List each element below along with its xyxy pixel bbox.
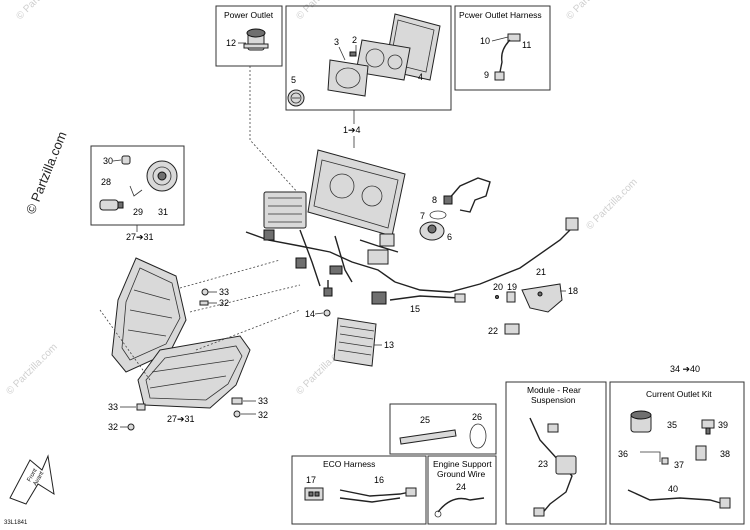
watermark-main: © Partzilla.com (23, 129, 70, 216)
callout-31: 31 (158, 207, 168, 217)
lower-headlight (137, 335, 251, 409)
power-outlet-harness-box: Pcwer Outlet Harness 10 11 9 (454, 5, 551, 91)
callout-32-left: 32 (108, 422, 118, 432)
box-title: Suspension (531, 395, 576, 405)
callout-21: 21 (536, 267, 546, 277)
callout-39: 39 (718, 420, 728, 430)
callout-33-right: 33 (258, 396, 268, 406)
callout-7: 7 (420, 211, 425, 221)
callout-3: 3 (334, 37, 339, 47)
callout-16: 16 (374, 475, 384, 485)
callout-28: 28 (101, 177, 111, 187)
callout-38: 38 (720, 449, 730, 459)
callout-27-31-bottom: 27➔31 (167, 414, 195, 424)
watermark: © Partzilla.com (294, 0, 349, 22)
callout-26: 26 (472, 412, 482, 422)
callout-27-31-top: 27➔31 (126, 232, 154, 242)
callout-19: 19 (507, 282, 517, 292)
callout-6: 6 (447, 232, 452, 242)
watermark: © Partzilla.com (564, 0, 619, 22)
cluster-box: 3 2 4 5 (285, 5, 452, 111)
eco-harness-box: ECO Harness (291, 455, 427, 525)
callout-24: 24 (456, 482, 466, 492)
module-rear-box: Module - Rear Suspension (505, 381, 607, 525)
tube-clamp-box (389, 403, 497, 455)
callout-22: 22 (488, 326, 498, 336)
front-arrow: Front Avant (9, 454, 55, 505)
bracket (495, 283, 563, 335)
headlight-bulb-box: 30 31 28 29 (90, 145, 185, 226)
callout-33-left: 33 (108, 402, 118, 412)
callout-14: 14 (305, 309, 315, 319)
engine-support-box: Engine Support Ground Wire (427, 455, 497, 525)
callout-20: 20 (493, 282, 503, 292)
callout-10: 10 (480, 36, 490, 46)
callout-32-upper: 32 (219, 298, 229, 308)
callout-2: 2 (352, 35, 357, 45)
callout-36: 36 (618, 449, 628, 459)
diagram-ref-code: 33L1841 (4, 520, 28, 526)
callout-33-upper: 33 (219, 287, 229, 297)
power-outlet-box: Power Outlet 12 (215, 5, 283, 67)
box-title: ECO Harness (323, 459, 375, 469)
ignition-switch (419, 177, 491, 241)
callout-5: 5 (291, 75, 296, 85)
callout-29: 29 (133, 207, 143, 217)
callout-13: 13 (384, 340, 394, 350)
box-title: Current Outlet Kit (646, 389, 712, 399)
box-title: Engine Support (433, 459, 492, 469)
callout-11: 11 (522, 40, 531, 50)
callout-30: 30 (103, 156, 113, 166)
callout-15: 15 (410, 304, 420, 314)
callout-23: 23 (538, 459, 548, 469)
callout-9: 9 (484, 70, 489, 80)
callout-1-4: 1➔4 (343, 125, 361, 135)
watermark: © Partzilla.com (14, 0, 69, 22)
kit-range-label: 34 ➔40 (670, 364, 700, 374)
box-title: Ground Wire (437, 469, 485, 479)
box-title: Power Outlet (224, 10, 274, 20)
upper-headlight (111, 257, 187, 373)
callout-4: 4 (418, 72, 423, 82)
callout-12: 12 (226, 38, 236, 48)
watermark: © Partzilla.com (4, 342, 59, 397)
central-assembly (245, 149, 579, 305)
voltage-regulator (323, 309, 377, 367)
callout-18: 18 (568, 286, 578, 296)
watermark: © Partzilla.com (584, 177, 639, 232)
callout-35: 35 (667, 420, 677, 430)
callout-25: 25 (420, 415, 430, 425)
callout-8: 8 (432, 195, 437, 205)
box-title: Pcwer Outlet Harness (459, 10, 542, 20)
callout-32-right: 32 (258, 410, 268, 420)
callout-40: 40 (668, 484, 678, 494)
current-outlet-kit-box: 34 ➔40 Current Outlet Kit (609, 364, 745, 525)
box-title: Module - Rear (527, 385, 581, 395)
callout-17: 17 (306, 475, 316, 485)
callout-37: 37 (674, 460, 684, 470)
